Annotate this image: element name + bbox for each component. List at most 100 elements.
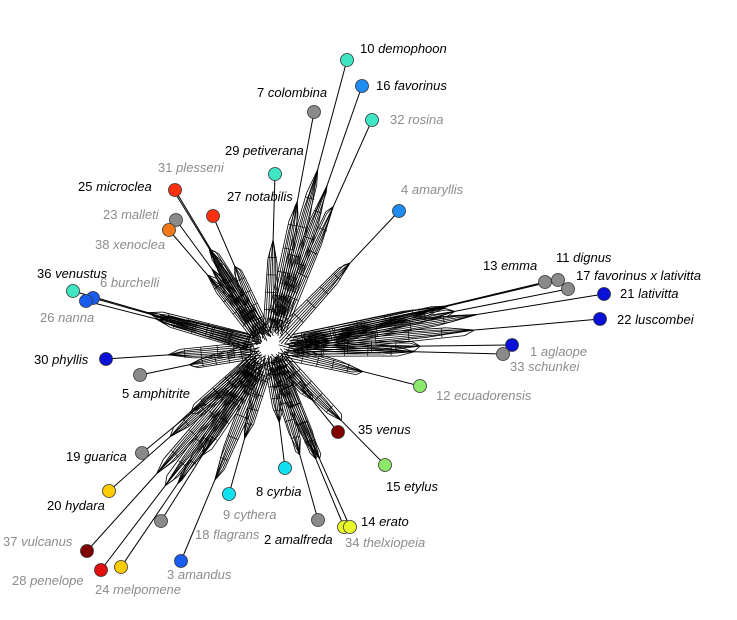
terminal-edge-17 <box>454 288 569 312</box>
taxon-node-37[interactable] <box>80 544 94 558</box>
taxon-node-12[interactable] <box>413 379 427 393</box>
network-split-edge <box>290 348 386 352</box>
network-rung-edge <box>272 365 287 374</box>
terminal-edge-27 <box>212 215 236 267</box>
network-split-edge <box>281 271 340 332</box>
network-split-edge <box>307 443 320 460</box>
taxon-node-11[interactable] <box>551 273 565 287</box>
network-split-edge <box>185 363 257 470</box>
network-split-edge <box>397 351 415 357</box>
taxon-node-3[interactable] <box>174 554 188 568</box>
taxon-node-9[interactable] <box>222 487 236 501</box>
taxon-label-14: 14 erato <box>361 514 409 529</box>
taxon-label-36: 36 venustus <box>37 266 108 281</box>
taxon-name: melpomene <box>113 582 181 597</box>
taxon-number: 14 <box>361 514 379 529</box>
taxon-node-30[interactable] <box>99 352 113 366</box>
network-split-edge <box>288 350 415 356</box>
network-rung-edge <box>307 249 318 255</box>
taxon-number: 37 <box>3 534 21 549</box>
network-rung-edge <box>201 357 204 367</box>
terminal-edge-32 <box>332 119 373 207</box>
taxon-node-29[interactable] <box>268 167 282 181</box>
taxon-node-18[interactable] <box>154 514 168 528</box>
taxon-node-33[interactable] <box>496 347 510 361</box>
taxon-node-24[interactable] <box>114 560 128 574</box>
taxon-number: 33 <box>510 359 528 374</box>
network-split-edge <box>165 318 251 343</box>
taxon-node-8[interactable] <box>278 461 292 475</box>
taxon-node-19[interactable] <box>135 446 149 460</box>
taxon-node-28[interactable] <box>94 563 108 577</box>
taxon-node-21[interactable] <box>597 287 611 301</box>
taxon-number: 1 <box>530 344 541 359</box>
network-rung-edge <box>298 420 309 426</box>
taxon-node-5[interactable] <box>133 368 147 382</box>
taxon-node-13[interactable] <box>538 275 552 289</box>
network-split-edge <box>155 315 162 320</box>
taxon-node-25[interactable] <box>168 183 182 197</box>
network-split-edge <box>162 311 249 334</box>
taxon-node-17[interactable] <box>561 282 575 296</box>
taxon-node-23[interactable] <box>169 213 183 227</box>
network-split-edge <box>193 349 256 405</box>
taxon-node-34[interactable] <box>343 520 357 534</box>
taxon-node-7[interactable] <box>307 105 321 119</box>
taxon-name: favorinus <box>394 78 447 93</box>
network-split-edge <box>165 322 250 346</box>
network-split-edge <box>202 448 213 456</box>
taxon-node-15[interactable] <box>378 458 392 472</box>
network-split-edge <box>279 364 310 439</box>
network-split-edge <box>164 479 175 486</box>
taxon-node-36[interactable] <box>66 284 80 298</box>
network-split-edge <box>220 285 266 335</box>
network-split-edge <box>184 358 251 420</box>
network-rung-edge <box>293 261 306 267</box>
taxon-number: 32 <box>390 112 408 127</box>
network-split-edge <box>306 169 319 194</box>
taxon-node-4[interactable] <box>392 204 406 218</box>
network-split-edge <box>189 320 258 337</box>
taxon-node-2[interactable] <box>311 513 325 527</box>
taxon-node-16[interactable] <box>355 79 369 93</box>
network-split-edge <box>177 453 199 485</box>
taxon-number: 28 <box>12 573 30 588</box>
taxon-node-20[interactable] <box>102 484 116 498</box>
taxon-node-10[interactable] <box>340 53 354 67</box>
network-rung-edge <box>209 326 213 339</box>
network-rung-edge <box>307 438 316 444</box>
network-rung-edge <box>314 393 323 402</box>
taxon-node-38[interactable] <box>162 223 176 237</box>
network-rung-edge <box>393 318 397 329</box>
network-split-edge <box>226 374 257 448</box>
taxon-name: nanna <box>58 310 94 325</box>
network-split-edge <box>183 350 260 356</box>
taxon-node-22[interactable] <box>593 312 607 326</box>
taxon-node-32[interactable] <box>365 113 379 127</box>
network-split-edge <box>177 320 262 341</box>
network-split-edge <box>284 355 327 402</box>
taxon-label-17: 17 favorinus x lativitta <box>576 268 701 283</box>
network-rung-edge <box>243 391 258 398</box>
network-split-edge <box>216 278 272 338</box>
taxon-node-27[interactable] <box>206 209 220 223</box>
taxon-name: aglaope <box>541 344 587 359</box>
taxon-number: 15 <box>386 479 404 494</box>
taxon-label-26: 26 nanna <box>40 310 94 325</box>
network-split-edge <box>166 359 252 477</box>
network-split-edge <box>164 475 168 486</box>
taxon-node-26[interactable] <box>79 294 93 308</box>
taxon-number: 4 <box>401 182 412 197</box>
taxon-node-1[interactable] <box>505 338 519 352</box>
taxon-node-35[interactable] <box>331 425 345 439</box>
network-split-edge <box>279 358 315 447</box>
network-split-edge <box>168 350 187 356</box>
taxon-number: 10 <box>360 41 378 56</box>
network-split-edge <box>244 425 249 439</box>
network-split-edge <box>425 329 475 338</box>
terminal-edge-12 <box>362 371 421 387</box>
network-rung-edge <box>407 330 410 342</box>
network-split-edge <box>262 258 269 339</box>
taxon-name: demophoon <box>378 41 447 56</box>
